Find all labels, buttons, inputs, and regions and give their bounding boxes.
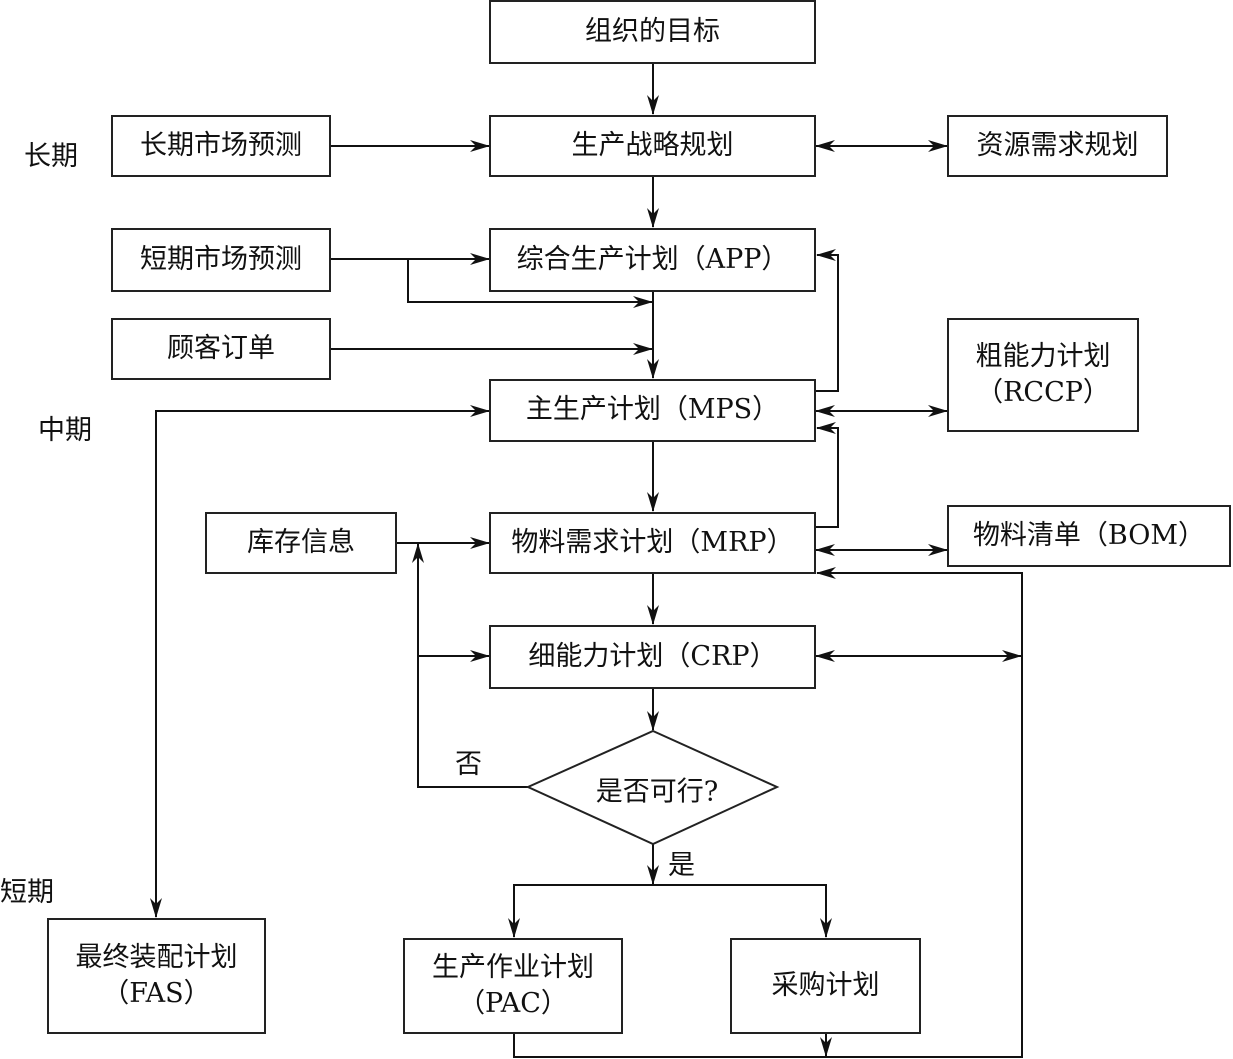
period-short-label: 短期	[0, 877, 54, 908]
node-app: 综合生产计划（APP）	[489, 228, 816, 292]
node-pac-title: 生产作业计划	[432, 951, 594, 983]
node-fas: 最终装配计划 （FAS）	[47, 918, 266, 1034]
node-rccp-title: 粗能力计划	[975, 340, 1111, 372]
node-mps: 主生产计划（MPS）	[489, 379, 816, 442]
node-mrp: 物料需求计划（MRP）	[489, 512, 816, 574]
node-strategy: 生产战略规划	[489, 115, 816, 177]
node-bom-title: 物料清单（BOM）	[972, 519, 1206, 551]
node-bom: 物料清单（BOM）	[947, 505, 1231, 567]
node-fas-title: 最终装配计划	[75, 941, 238, 973]
node-org-goal-title: 组织的目标	[585, 15, 720, 47]
edge-mps-feedback-app	[816, 249, 839, 392]
edge-yes-to-pac	[508, 884, 653, 938]
node-decision-title: 是否可行?	[595, 776, 719, 808]
node-fas-sub: （FAS）	[102, 978, 211, 1009]
node-crp: 细能力计划（CRP）	[489, 625, 816, 689]
period-long-label: 长期	[24, 141, 78, 172]
edge-loop-to-mrp	[513, 567, 1023, 1058]
node-inventory-title: 库存信息	[247, 526, 355, 558]
node-purchase-title: 采购计划	[771, 969, 880, 1001]
node-orders: 顾客订单	[111, 318, 331, 380]
edge-decision-no	[412, 543, 528, 788]
decision-diamond	[525, 729, 780, 846]
node-long-forecast-title: 长期市场预测	[140, 129, 302, 161]
node-short-forecast: 短期市场预测	[111, 228, 331, 292]
node-pac: 生产作业计划 （PAC）	[403, 938, 623, 1034]
node-mrp-title: 物料需求计划（MRP）	[511, 526, 794, 558]
node-mps-title: 主生产计划（MPS）	[525, 394, 780, 426]
node-resource: 资源需求规划	[947, 115, 1168, 177]
node-org-goal: 组织的目标	[489, 0, 816, 64]
node-strategy-title: 生产战略规划	[571, 129, 734, 161]
node-rccp-sub: （RCCP）	[976, 377, 1110, 408]
edge-left-mps	[155, 405, 490, 917]
branch-yes-label: 是	[668, 850, 695, 881]
edge-yes-to-purchase	[653, 884, 832, 938]
node-orders-title: 顾客订单	[167, 332, 275, 364]
edge-mrp-feedback-mps	[816, 422, 839, 528]
node-short-forecast-title: 短期市场预测	[140, 243, 302, 275]
edge-shortforecast-to-mps	[407, 259, 653, 308]
node-pac-sub: （PAC）	[458, 988, 568, 1019]
node-rccp: 粗能力计划 （RCCP）	[947, 318, 1139, 432]
node-app-title: 综合生产计划（APP）	[516, 243, 789, 275]
node-purchase: 采购计划	[730, 938, 921, 1034]
node-resource-title: 资源需求规划	[976, 129, 1139, 161]
branch-no-label: 否	[455, 749, 482, 780]
period-mid-label: 中期	[38, 415, 92, 446]
node-inventory: 库存信息	[205, 512, 397, 574]
node-long-forecast: 长期市场预测	[111, 115, 331, 177]
node-crp-title: 细能力计划（CRP）	[528, 640, 777, 672]
